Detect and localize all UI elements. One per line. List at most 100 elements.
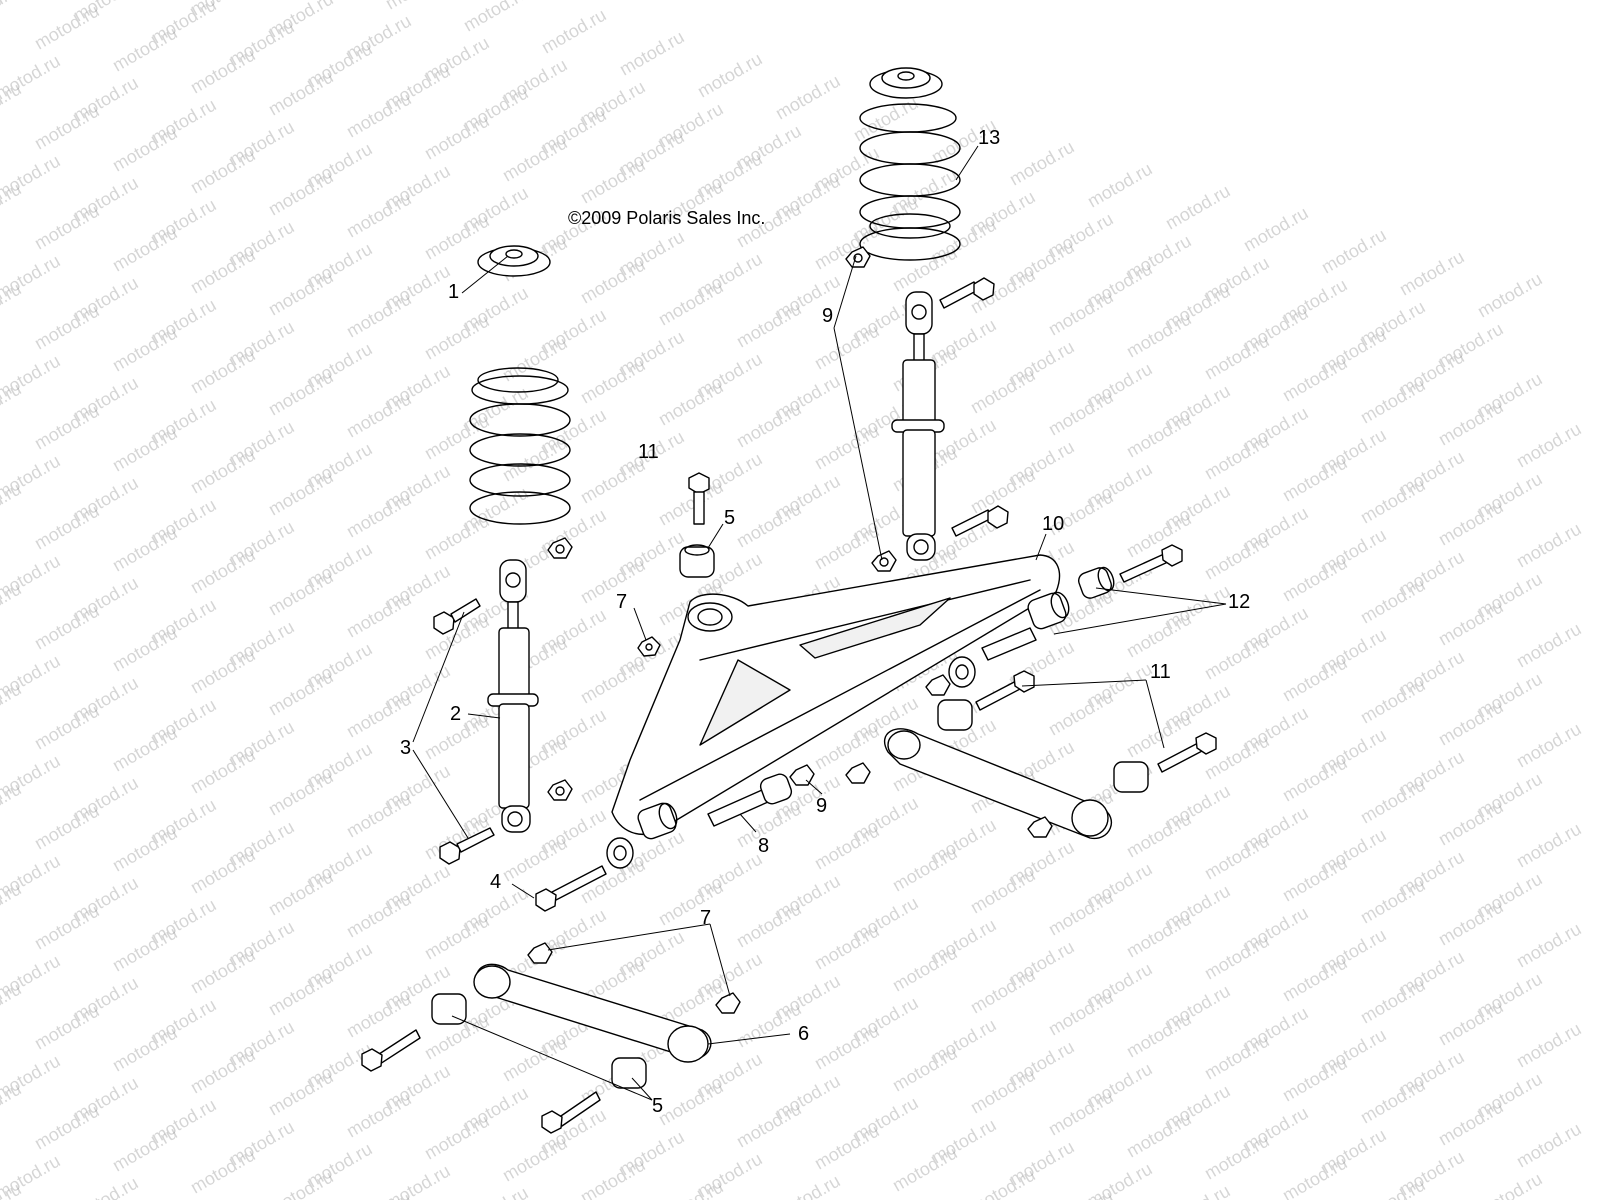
watermark-text: motod.ru (811, 1021, 883, 1074)
watermark-text: motod.ru (1435, 997, 1507, 1050)
watermark-text: motod.ru (1045, 987, 1117, 1040)
watermark-text: motod.ru (811, 921, 883, 974)
watermark-text: motod.ru (382, 1161, 454, 1200)
callout-5-top: 5 (724, 507, 735, 529)
watermark-text: motod.ru (577, 255, 649, 308)
watermark-text: motod.ru (343, 689, 415, 742)
watermark-text: motod.ru (499, 833, 571, 886)
callout-11-right: 11 (1150, 661, 1171, 683)
watermark-text: motod.ru (265, 167, 337, 220)
watermark-text: motod.ru (343, 489, 415, 542)
watermark-text: motod.ru (31, 601, 103, 654)
pivot-tube-right (981, 627, 1037, 661)
watermark-text: motod.ru (265, 67, 337, 120)
watermark-text: motod.ru (616, 27, 688, 80)
watermark-text: motod.ru (421, 1111, 493, 1164)
watermark-text: motod.ru (421, 911, 493, 964)
watermark-text: motod.ru (811, 521, 883, 574)
watermark-text: motod.ru (1201, 331, 1273, 384)
watermark-text: motod.ru (109, 323, 181, 376)
watermark-text: motod.ru (1123, 609, 1195, 662)
bushing-5-lower-left (431, 993, 467, 1025)
right-spring-retainer (869, 67, 943, 99)
watermark-text: motod.ru (499, 1133, 571, 1186)
watermark-text: motod.ru (1513, 1119, 1585, 1172)
watermark-text: motod.ru (733, 1099, 805, 1152)
lower-link-arm (473, 963, 712, 1063)
watermark-text: motod.ru (460, 0, 532, 35)
watermark-text: motod.ru (1045, 1187, 1117, 1200)
callout-9-top: 9 (822, 305, 833, 327)
watermark-text: motod.ru (1396, 247, 1468, 300)
watermark-text: motod.ru (1201, 531, 1273, 584)
watermark-text: motod.ru (1357, 875, 1429, 928)
right-link-arm (883, 728, 1113, 840)
watermark-text: motod.ru (31, 401, 103, 454)
watermark-text: motod.ru (460, 1183, 532, 1200)
watermark-text: motod.ru (1318, 225, 1390, 278)
watermark-text: motod.ru (70, 1173, 142, 1200)
watermark-text: motod.ru (772, 71, 844, 124)
callout-4: 4 (490, 871, 501, 893)
watermark-text: motod.ru (811, 821, 883, 874)
bushing-right-end (1113, 761, 1149, 793)
watermark-text: motod.ru (811, 421, 883, 474)
watermark-text: motod.ru (31, 901, 103, 954)
callout-10: 10 (1042, 513, 1064, 535)
callout-7-bottom: 7 (700, 907, 711, 929)
watermark-text: motod.ru (109, 723, 181, 776)
washer-right (948, 656, 976, 688)
watermark-text: motod.ru (265, 767, 337, 820)
watermark-text: motod.ru (1123, 409, 1195, 462)
watermark-text: motod.ru (538, 5, 610, 58)
watermark-text: motod.ru (1279, 453, 1351, 506)
watermark-text: motod.ru (187, 845, 259, 898)
watermark-text: motod.ru (1279, 553, 1351, 606)
watermark-text: motod.ru (1123, 809, 1195, 862)
watermark-text: motod.ru (265, 867, 337, 920)
watermark-text: motod.ru (1435, 897, 1507, 950)
watermark-text: motod.ru (187, 645, 259, 698)
watermark-text: motod.ru (343, 189, 415, 242)
watermark-text: motod.ru (889, 943, 961, 996)
watermark-text: motod.ru (1045, 687, 1117, 740)
watermark-text: motod.ru (577, 355, 649, 408)
watermark-text: motod.ru (1045, 1087, 1117, 1140)
watermark-text: motod.ru (343, 789, 415, 842)
nut-9-shock (871, 550, 897, 572)
watermark-text: motod.ru (1357, 1175, 1429, 1200)
watermark-text: motod.ru (109, 923, 181, 976)
right-shock-bolt-bottom (951, 505, 1009, 537)
watermark-text: motod.ru (1513, 1019, 1585, 1072)
watermark-text: motod.ru (1201, 831, 1273, 884)
watermark-text: motod.ru (1201, 1031, 1273, 1084)
watermark-text: motod.ru (733, 399, 805, 452)
watermark-text: motod.ru (187, 1045, 259, 1098)
watermark-text: motod.ru (811, 221, 883, 274)
watermark-text: motod.ru (265, 667, 337, 720)
watermark-text: motod.ru (1357, 675, 1429, 728)
bushing-sleeve-9 (759, 773, 793, 805)
watermark-text: motod.ru (109, 23, 181, 76)
watermark-text: motod.ru (1435, 797, 1507, 850)
callout-6: 6 (798, 1023, 809, 1045)
watermark-text: motod.ru (1201, 931, 1273, 984)
watermark-text: motod.ru (1513, 919, 1585, 972)
watermark-text: motod.ru (889, 243, 961, 296)
watermark-text: motod.ru (733, 999, 805, 1052)
watermark-text: motod.ru (187, 45, 259, 98)
watermark-text: motod.ru (733, 499, 805, 552)
watermark-text: motod.ru (655, 877, 727, 930)
watermark-text: motod.ru (1513, 619, 1585, 672)
watermark-text: motod.ru (733, 899, 805, 952)
watermark-text: motod.ru (343, 1189, 415, 1200)
callout-13: 13 (978, 127, 1000, 149)
watermark-text: motod.ru (1240, 203, 1312, 256)
watermark-text: motod.ru (1435, 697, 1507, 750)
watermark-text: motod.ru (889, 1043, 961, 1096)
watermark-text: motod.ru (421, 111, 493, 164)
watermark-text: motod.ru (31, 701, 103, 754)
watermark-text: motod.ru (1435, 397, 1507, 450)
nut-right-link-a (845, 762, 871, 784)
